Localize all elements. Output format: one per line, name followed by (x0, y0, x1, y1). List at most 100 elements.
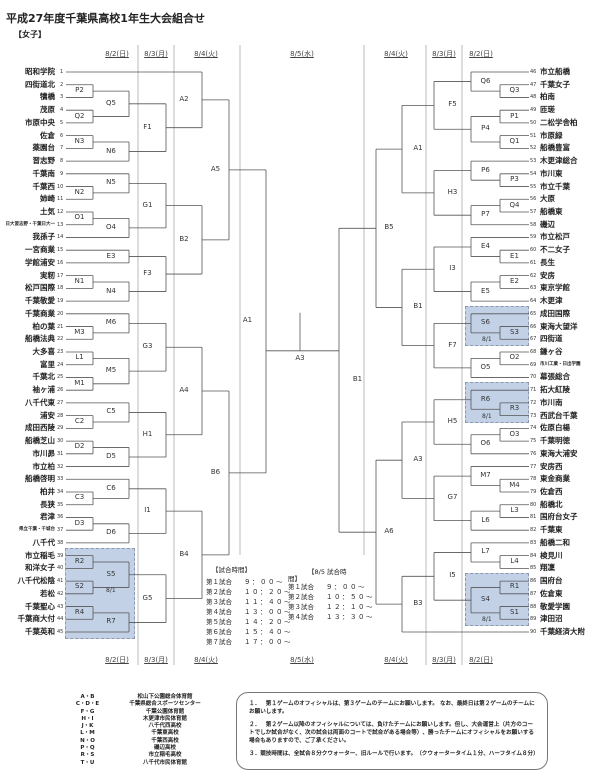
match-label: B4 (179, 549, 189, 558)
court-codes: N・O (80, 737, 95, 744)
match-label: N4 (106, 286, 116, 295)
team-number: 13 (57, 221, 64, 228)
match-label: C6 (106, 483, 116, 492)
court-codes: L・M (80, 730, 95, 737)
match-label: L4 (510, 557, 519, 565)
team-name: 市川東 (540, 168, 563, 178)
team-name: 市原緑 (540, 130, 563, 140)
team-number: 56 (530, 196, 537, 203)
team-name: 成田国際 (540, 308, 570, 318)
game-number: 第３試合 (288, 603, 314, 611)
team-number: 46 (530, 69, 537, 75)
match-label: C2 (74, 417, 85, 425)
team-name: 松戸国際 (25, 283, 55, 293)
team-name: 東金商業 (540, 474, 570, 484)
venue-name: 千葉公園体育館 (145, 708, 185, 715)
team-name: 富里 (40, 359, 55, 369)
team-number: 70 (530, 374, 537, 381)
match-label: R3 (509, 404, 520, 413)
note-2: ２． 第２ゲーム以降のオフィシャルについては、負けたチームにお願いします。但し、… (249, 722, 535, 744)
team-name: 千葉北 (32, 372, 56, 382)
first-day-group-highlight (65, 547, 135, 639)
game-time: ９：００～ (326, 583, 366, 591)
match-label: N3 (74, 137, 85, 145)
team-number: 53 (530, 158, 537, 165)
game-time: １０：２０～ (244, 588, 292, 596)
team-number: 85 (530, 565, 537, 572)
match-label: L7 (481, 547, 490, 556)
venue-name: 木更津市民体育館 (142, 715, 187, 722)
match-label: S4 (481, 595, 490, 604)
date-top-left-round1: 8/2(日) (105, 50, 129, 58)
team-name: 柏井 (40, 487, 55, 496)
game-number: 第１試合 (288, 583, 314, 591)
schedule-aug5-heading-cont: 間】 (288, 575, 301, 583)
match-label: A3 (295, 353, 305, 362)
team-number: 65 (530, 310, 537, 317)
team-number: 47 (530, 81, 537, 88)
team-number: 63 (530, 285, 537, 292)
team-name: 県立千葉・千城台 (19, 527, 55, 533)
match-label: M3 (74, 327, 85, 336)
team-number: 38 (57, 539, 64, 546)
game-number: 第４試合 (288, 613, 314, 621)
team-name: 学館浦安 (25, 257, 55, 267)
venue-name: 八千代市民体育館 (142, 759, 187, 766)
game-time: １３：３０～ (326, 613, 374, 621)
team-name: 敬愛学園 (540, 601, 570, 611)
match-label: S6 (481, 318, 490, 327)
team-number: 87 (530, 590, 537, 597)
team-number: 5 (60, 119, 64, 126)
match-label: A2 (179, 94, 189, 103)
team-name: 市原中央 (25, 117, 55, 127)
team-name: 佐倉 (40, 130, 55, 140)
team-number: 3 (60, 94, 64, 101)
team-number: 79 (530, 489, 537, 495)
team-name: 我孫子 (32, 232, 56, 242)
team-number: 27 (57, 399, 64, 406)
match-label: Q2 (74, 111, 85, 120)
team-name: 千葉商大付 (17, 614, 56, 624)
group-date-label: 8/1 (482, 412, 492, 420)
team-name: 船橋二和 (540, 537, 570, 547)
team-name: 千葉商業 (25, 308, 55, 318)
team-name: 浦安 (40, 410, 55, 420)
team-number: 32 (57, 463, 64, 470)
date-top-left-round3: 8/4(火) (194, 50, 218, 58)
team-name: 柏南 (540, 92, 555, 102)
match-label: B1 (413, 302, 423, 311)
match-label: F7 (448, 340, 457, 349)
match-label: R6 (480, 394, 491, 403)
team-number: 82 (530, 527, 537, 534)
team-name: 二松学舎柏 (540, 117, 578, 127)
team-number: 83 (530, 539, 537, 546)
team-name: 千葉経済大附 (540, 627, 585, 636)
team-name: 船橋東 (540, 207, 563, 216)
team-name: 船橋法典 (25, 334, 55, 344)
team-name: 拓大紅陵 (540, 385, 570, 395)
team-number: 26 (57, 387, 64, 394)
match-label: E2 (510, 277, 519, 285)
team-number: 78 (530, 476, 537, 483)
first-day-group-highlight (465, 573, 529, 627)
team-number: 48 (530, 94, 537, 101)
match-label: O2 (509, 353, 520, 362)
team-number: 2 (60, 81, 64, 88)
team-number: 35 (57, 501, 64, 508)
note-3: ３．競技時間は、全試合８分クウォーター、旧ルールで行います。（クウォータータイム… (249, 751, 539, 757)
team-name: 津田沼 (540, 614, 563, 624)
team-name: 市立船橋 (540, 67, 570, 76)
team-name: 佐原白楊 (540, 423, 570, 433)
team-name: 東京学館 (540, 283, 570, 293)
team-name: 千葉明徳 (540, 436, 570, 446)
game-number: 第２試合 (206, 588, 232, 596)
team-number: 34 (57, 489, 64, 495)
match-label: P6 (481, 165, 490, 174)
match-label: I1 (144, 506, 151, 515)
team-number: 25 (57, 374, 64, 381)
team-name: 四街道北 (25, 79, 55, 89)
